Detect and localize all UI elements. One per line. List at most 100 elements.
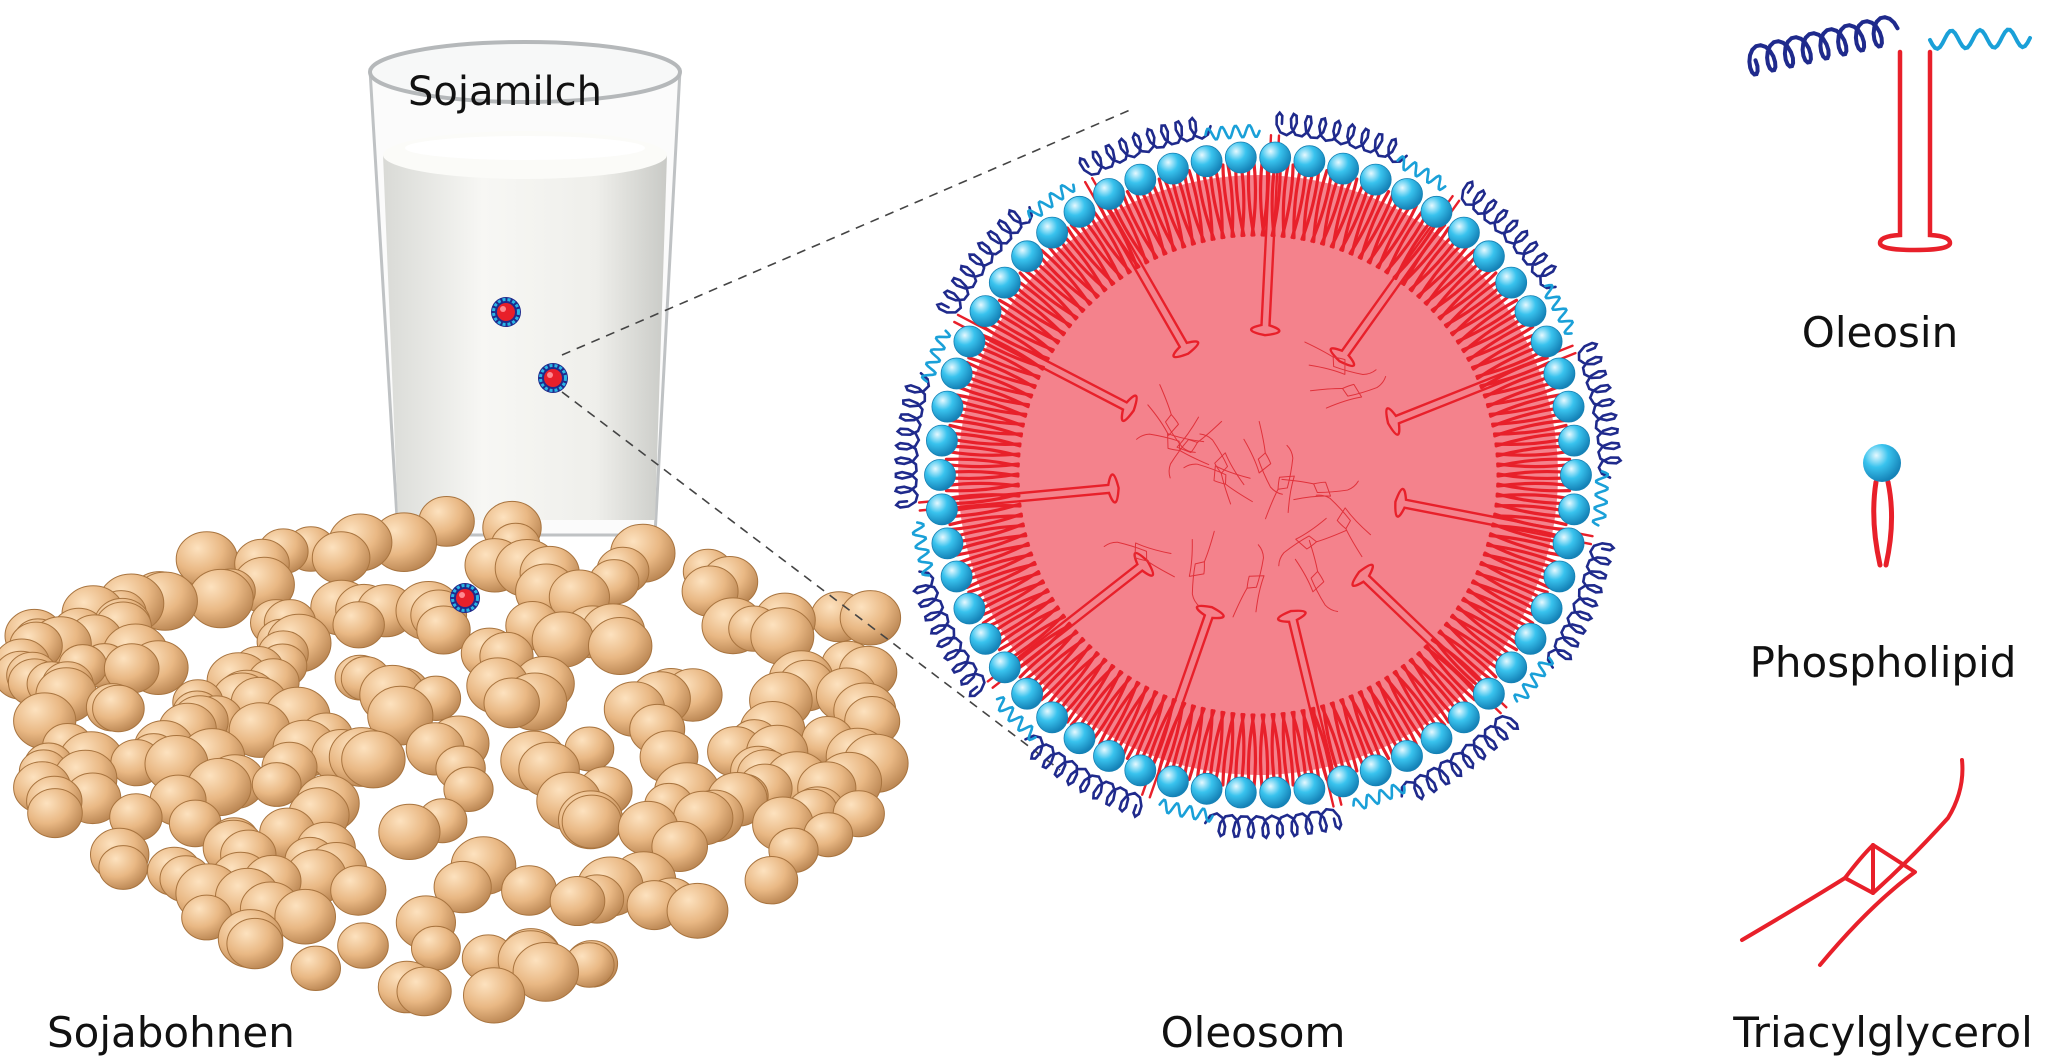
soybean: [651, 821, 709, 872]
phospholipid-head: [1157, 152, 1189, 185]
triacylglycerol-label: Triacylglycerol: [1733, 1008, 2033, 1057]
phospholipid-head: [1063, 195, 1096, 228]
phospholipid-head: [1514, 623, 1547, 655]
phospholipid-head: [1473, 240, 1505, 273]
soybean: [744, 856, 799, 905]
soybean: [290, 945, 341, 991]
phospholipid-head: [1327, 765, 1359, 798]
phospholipid-head: [1359, 163, 1392, 196]
phospholipid-head: [953, 325, 986, 358]
soybean: [839, 590, 902, 646]
phospholipid-head: [1420, 195, 1453, 228]
soybean: [483, 677, 540, 729]
oleosome-markers: [450, 297, 568, 613]
phospholipid-head: [1093, 740, 1125, 772]
phospholipid-head: [1293, 772, 1326, 805]
soybean: [443, 766, 494, 812]
soybean: [274, 888, 337, 945]
phospholipid-head: [1224, 141, 1257, 174]
phospholipid-heads: [924, 141, 1592, 809]
phospholipid-head: [1327, 152, 1359, 185]
oleosome-marker: [450, 583, 480, 613]
soybean: [332, 601, 385, 649]
soybean: [311, 531, 371, 585]
phospholipid-head: [940, 560, 973, 593]
phospholipid-head: [1543, 357, 1576, 390]
triacylglycerol-symbol: [1740, 758, 1965, 967]
milk-label: Sojamilch: [407, 69, 603, 115]
phospholipid-head: [926, 493, 958, 526]
phospholipid-head: [1157, 765, 1189, 798]
glass-of-milk: [368, 40, 682, 537]
phospholipid-symbol: [1863, 444, 1901, 568]
phospholipid-head: [1495, 266, 1528, 299]
phospholipid-head: [1552, 527, 1585, 560]
soybean: [330, 865, 387, 916]
phospholipid-head: [1448, 216, 1480, 249]
phospholipid-head: [1063, 722, 1096, 755]
phospholipid-head: [1495, 651, 1528, 684]
soybean: [92, 684, 145, 733]
phospholipid-head: [1036, 701, 1068, 734]
phospholipid-head: [1093, 178, 1125, 210]
zoom-lines: [561, 109, 1131, 771]
soybean: [549, 876, 606, 926]
soybean: [341, 730, 406, 789]
phospholipid-head: [940, 357, 973, 390]
phospholipid-head: [953, 592, 986, 625]
soybean: [561, 794, 622, 849]
phospholipid-head: [1190, 145, 1223, 178]
phospholipid-head: [969, 623, 1002, 655]
phospholipid-head: [988, 651, 1021, 684]
oleosome-label: Oleosom: [1160, 1008, 1346, 1057]
soybean: [251, 762, 302, 807]
phospholipid-head: [1420, 722, 1453, 755]
phospholipid-head: [1514, 295, 1547, 328]
phospholipid-head: [1530, 325, 1563, 358]
soybean: [226, 917, 284, 970]
soybean: [512, 942, 579, 1002]
phospholipid-head: [1448, 701, 1480, 734]
soybean: [27, 788, 83, 839]
phospholipid-head: [1293, 145, 1326, 178]
phospholipid-head: [1552, 390, 1585, 423]
phospholipid-head: [931, 390, 964, 423]
phospholipid-tails: [944, 161, 1572, 789]
beans-label: Sojabohnen: [47, 1008, 295, 1057]
soybean: [98, 845, 148, 890]
phospholipid-label: Phospholipid: [1749, 638, 2017, 687]
phospholipid-head: [1558, 493, 1590, 526]
soybean: [337, 922, 389, 969]
phospholipid-head: [1011, 240, 1043, 273]
soybean: [463, 967, 526, 1024]
phospholipid-head: [1036, 216, 1068, 249]
phospholipid-head: [988, 266, 1021, 299]
oleosin-symbol: [1747, 15, 2032, 253]
phospholipid-head: [924, 459, 956, 491]
oleosin-label: Oleosin: [1801, 308, 1959, 357]
oleosin-coils: [893, 110, 1623, 840]
triacylglycerol-molecules: [1103, 341, 1387, 618]
soybean: [501, 865, 558, 916]
soybean-pile: [0, 496, 909, 1024]
oleosin-anchors: [917, 134, 1594, 808]
phospholipid-head: [1530, 592, 1563, 625]
soybean: [396, 966, 452, 1017]
soybean: [588, 617, 653, 675]
soybean: [433, 860, 492, 914]
phospholipid-head: [969, 295, 1002, 328]
legend: [1740, 15, 2032, 967]
soybean: [416, 605, 471, 655]
phospholipid-head: [1558, 424, 1590, 457]
phospholipid-head: [1259, 776, 1292, 809]
phospholipid-head: [1359, 754, 1392, 787]
phospholipid-head: [926, 424, 958, 457]
soybean: [378, 803, 441, 861]
oleosome-marker: [491, 297, 521, 327]
oleosome-structure: [893, 110, 1623, 840]
phospholipid-head: [1391, 740, 1423, 772]
phospholipid-head: [1560, 459, 1592, 491]
phospholipid-head: [1011, 677, 1043, 710]
phospholipid-head: [1543, 560, 1576, 593]
